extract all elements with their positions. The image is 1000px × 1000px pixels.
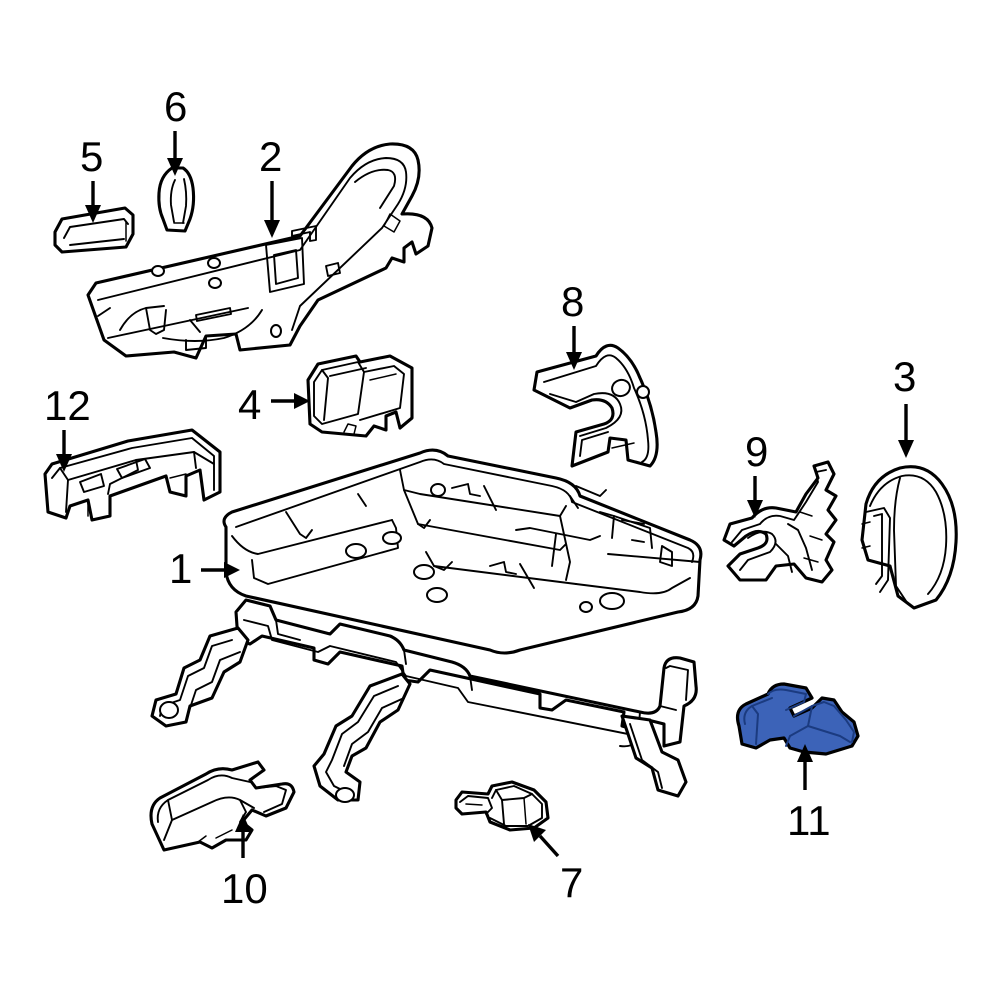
part-5-shape [53,206,135,254]
part-6-shape [157,166,196,233]
callout-label-9[interactable]: 9 [745,428,769,475]
leader-lines [56,131,914,858]
part-3-shape [860,465,958,610]
part-2-shape [86,142,434,360]
callout-label-2[interactable]: 2 [259,133,283,180]
callout-label-8[interactable]: 8 [561,278,585,325]
part-9-shape [722,460,838,584]
part-4-shape [306,354,414,438]
callout-label-10[interactable]: 10 [221,865,268,912]
callout-label-12[interactable]: 12 [44,382,91,429]
callout-label-1[interactable]: 1 [169,545,193,592]
part-10-shape [149,760,296,852]
part-11-shape-highlighted [735,682,860,756]
part-8-shape [532,343,659,468]
part-12-shape [43,428,222,522]
callout-label-3[interactable]: 3 [893,353,917,400]
callout-label-4[interactable]: 4 [238,381,262,428]
part-7-shape [454,780,550,832]
callout-label-7[interactable]: 7 [560,859,584,906]
callout-label-6[interactable]: 6 [164,83,188,130]
part-1-shape [150,448,703,803]
callout-label-5[interactable]: 5 [80,133,104,180]
callout-label-11[interactable]: 11 [787,797,831,844]
